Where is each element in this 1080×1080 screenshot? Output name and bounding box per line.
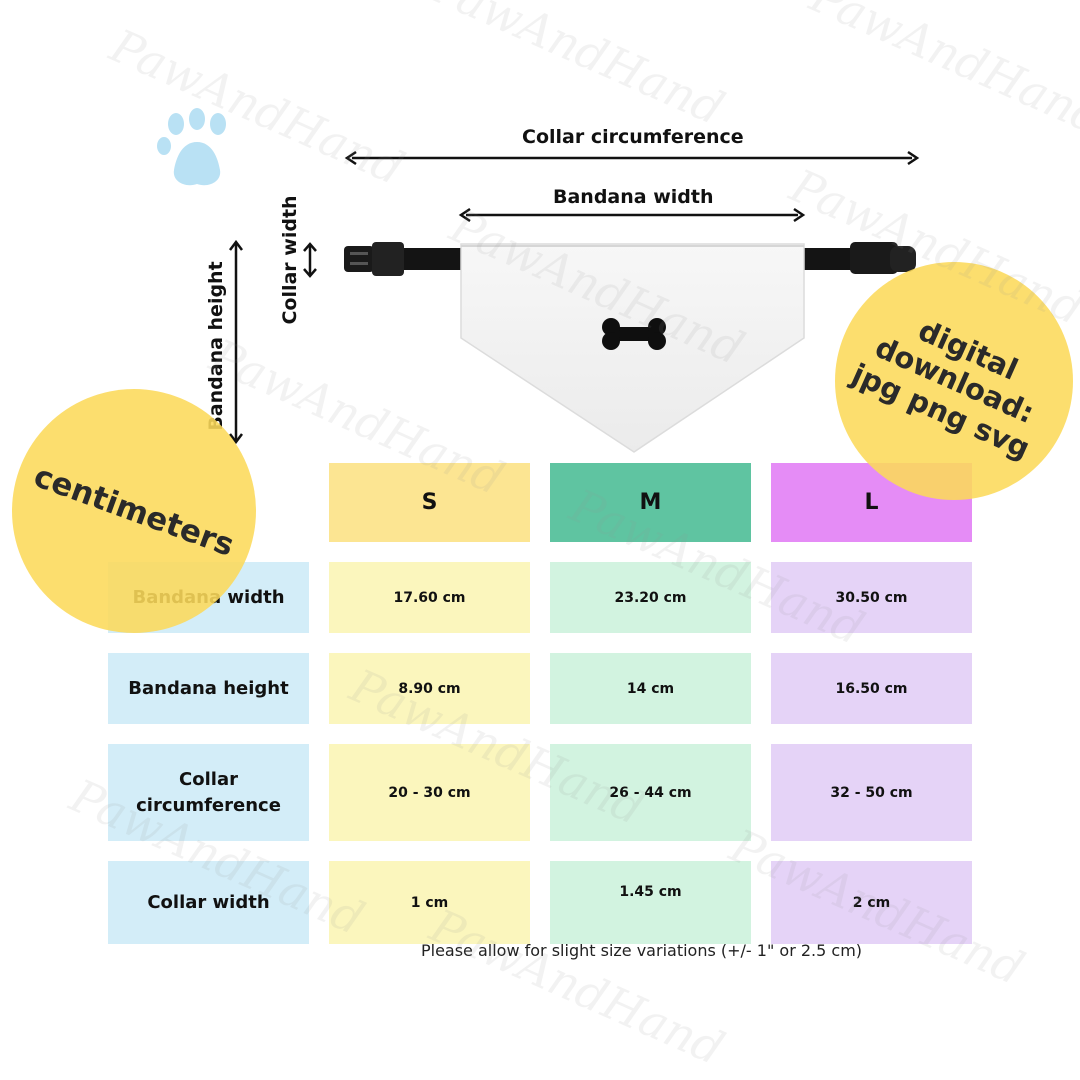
bandana-height-label: Bandana height bbox=[205, 261, 227, 431]
table-cell: 23.20 cm bbox=[550, 562, 751, 633]
row-label-bandana-height: Bandana height bbox=[108, 653, 309, 724]
table-cell: 17.60 cm bbox=[329, 562, 530, 633]
column-header-m: M bbox=[550, 463, 751, 542]
table-cell: 14 cm bbox=[550, 653, 751, 724]
digital-download-badge: digital download: jpg png svg bbox=[835, 262, 1073, 500]
watermark: PawAndHand bbox=[802, 0, 1080, 146]
bandana-width-arrow bbox=[458, 207, 806, 223]
collar-circumference-label: Collar circumference bbox=[522, 126, 744, 148]
table-cell: 20 - 30 cm bbox=[329, 744, 530, 841]
centimeters-badge: centimeters bbox=[12, 389, 256, 633]
table-cell: 1 cm bbox=[329, 861, 530, 944]
table-cell: 16.50 cm bbox=[771, 653, 972, 724]
bandana-width-label: Bandana width bbox=[553, 186, 714, 208]
collar-width-arrow bbox=[303, 242, 317, 278]
table-cell: 30.50 cm bbox=[771, 562, 972, 633]
bandana-collar-image bbox=[344, 242, 916, 453]
column-header-s: S bbox=[329, 463, 530, 542]
centimeters-badge-text: centimeters bbox=[29, 458, 239, 564]
collar-circumference-arrow bbox=[344, 150, 920, 166]
buckle-icon bbox=[344, 242, 404, 276]
paw-icon bbox=[157, 108, 226, 186]
table-cell: 8.90 cm bbox=[329, 653, 530, 724]
table-cell: 2 cm bbox=[771, 861, 972, 944]
row-label-collar-width: Collar width bbox=[108, 861, 309, 944]
collar-width-label: Collar width bbox=[279, 195, 301, 325]
watermark: PawAndHand bbox=[102, 18, 412, 196]
row-label-collar-circumference: Collar circumference bbox=[108, 744, 309, 841]
watermark: PawAndHand bbox=[422, 0, 732, 136]
bone-icon bbox=[602, 318, 666, 350]
table-cell: 26 - 44 cm bbox=[550, 744, 751, 841]
table-cell: 32 - 50 cm bbox=[771, 744, 972, 841]
size-variation-note: Please allow for slight size variations … bbox=[420, 941, 863, 960]
table-cell: 1.45 cm bbox=[550, 861, 751, 944]
bandana-height-arrow bbox=[229, 240, 243, 444]
